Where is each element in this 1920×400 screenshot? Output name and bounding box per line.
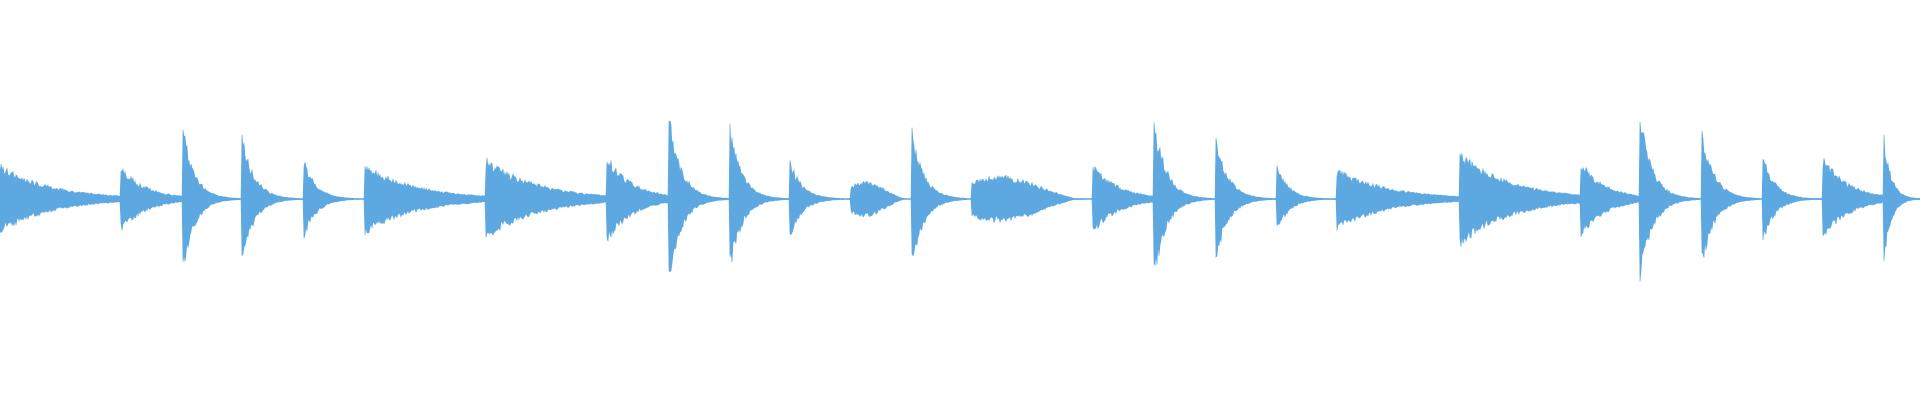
waveform-envelope <box>0 120 1920 282</box>
